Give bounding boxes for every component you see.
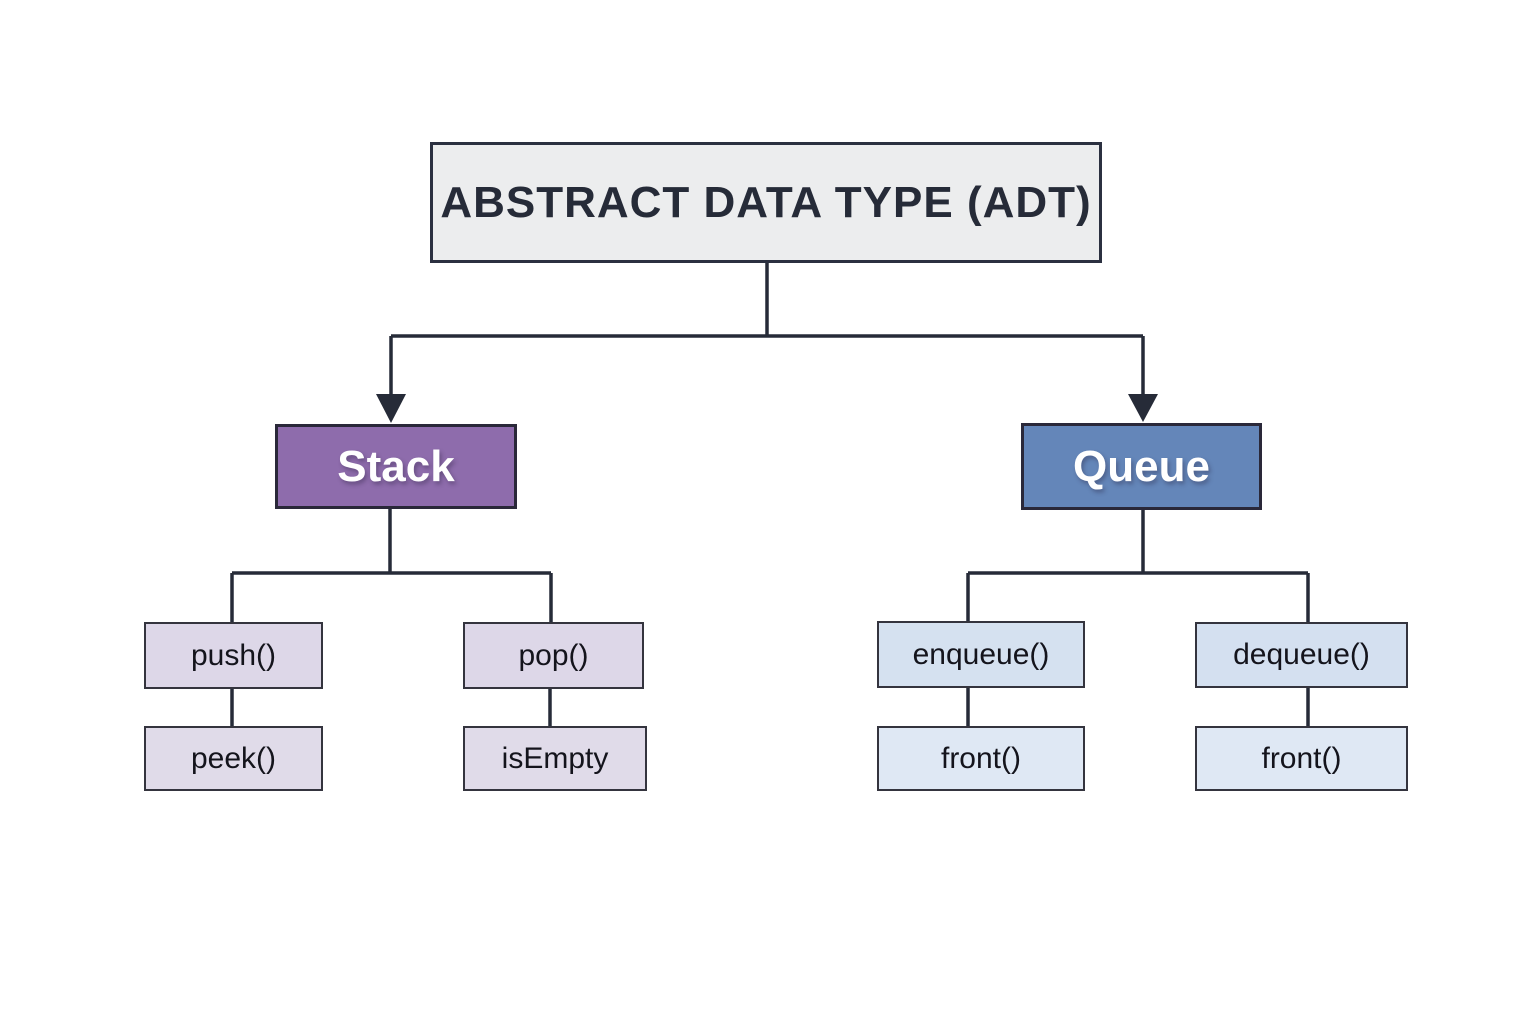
enqueue-node: enqueue() <box>877 621 1085 688</box>
isempty-node: isEmpty <box>463 726 647 791</box>
adt-root-node: ABSTRACT DATA TYPE (ADT) <box>430 142 1102 263</box>
pop-node: pop() <box>463 622 644 689</box>
front-right-node: front() <box>1195 726 1408 791</box>
peek-node: peek() <box>144 726 323 791</box>
push-node: push() <box>144 622 323 689</box>
stack-node: Stack <box>275 424 517 509</box>
front-left-node: front() <box>877 726 1085 791</box>
arrowhead-queue <box>1128 394 1158 422</box>
queue-node: Queue <box>1021 423 1262 510</box>
dequeue-node: dequeue() <box>1195 622 1408 688</box>
arrowhead-stack <box>376 394 406 423</box>
